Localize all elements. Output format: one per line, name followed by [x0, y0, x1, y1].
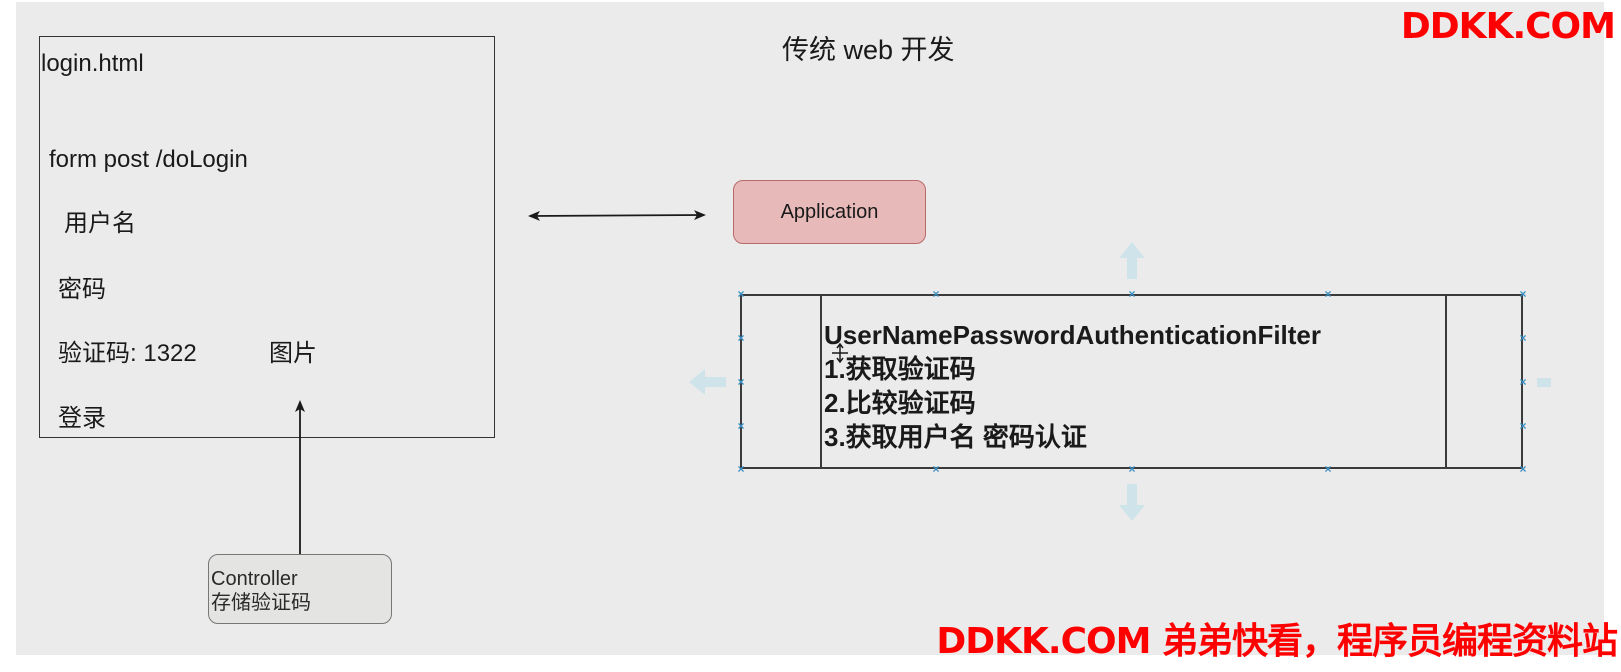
resize-handle-icon[interactable]: × — [1128, 462, 1136, 476]
bidirectional-arrow[interactable] — [528, 210, 706, 221]
controller-label: Controller — [211, 568, 298, 590]
filter-step: 1.获取验证码 — [824, 354, 976, 384]
move-cursor-icon — [832, 342, 848, 364]
resize-handle-icon[interactable]: × — [737, 287, 745, 301]
application-label: Application — [780, 200, 879, 223]
resize-handle-icon[interactable]: × — [1324, 462, 1332, 476]
watermark-bottom: DDKK.COM 弟弟快看，程序员编程资料站 — [936, 621, 1618, 662]
filter-step: 3.获取用户名 密码认证 — [824, 422, 1087, 452]
resize-handle-icon[interactable]: × — [1519, 331, 1527, 345]
resize-handle-icon[interactable]: × — [737, 331, 745, 345]
resize-handle-icon[interactable]: × — [737, 419, 745, 433]
arrow-up-icon[interactable] — [1119, 242, 1145, 279]
diagram-canvas[interactable] — [16, 2, 1604, 655]
watermark-top: DDKK.COM — [1400, 6, 1616, 47]
captcha-value: 1322 — [143, 340, 197, 367]
controller-node[interactable]: Controller 存储验证码 — [208, 554, 392, 624]
username-label: 用户名 — [64, 210, 136, 237]
login-page-box[interactable] — [39, 36, 495, 438]
resize-handle-icon[interactable]: × — [1519, 419, 1527, 433]
filter-title: UserNamePasswordAuthenticationFilter — [824, 320, 1322, 350]
resize-handle-icon[interactable]: × — [1519, 375, 1527, 389]
form-post-line: form post /doLogin — [49, 146, 248, 173]
resize-handle-icon[interactable]: × — [1324, 287, 1332, 301]
login-filename: login.html — [41, 50, 144, 77]
login-button-label: 登录 — [58, 405, 106, 432]
resize-handle-icon[interactable]: × — [1519, 462, 1527, 476]
captcha-image-label: 图片 — [269, 340, 317, 367]
diagram-title: 传统 web 开发 — [782, 35, 955, 65]
resize-handle-icon[interactable]: × — [737, 375, 745, 389]
resize-handle-icon[interactable]: × — [1128, 287, 1136, 301]
filter-step: 2.比较验证码 — [824, 388, 976, 418]
filter-node[interactable]: UserNamePasswordAuthenticationFilter 1.获… — [740, 294, 1523, 469]
arrow-left-icon[interactable] — [689, 369, 726, 395]
controller-description: 存储验证码 — [211, 592, 311, 614]
arrow-right-icon[interactable] — [1537, 378, 1551, 387]
resize-handle-icon[interactable]: × — [1519, 287, 1527, 301]
captcha-row: 验证码: 1322 — [58, 340, 197, 368]
arrow-down-icon[interactable] — [1119, 484, 1145, 521]
resize-handle-icon[interactable]: × — [932, 287, 940, 301]
resize-handle-icon[interactable]: × — [932, 462, 940, 476]
filter-left-divider — [820, 296, 822, 467]
captcha-label: 验证码: — [58, 340, 137, 367]
password-label: 密码 — [58, 276, 106, 303]
resize-handle-icon[interactable]: × — [737, 462, 745, 476]
filter-right-divider — [1445, 296, 1447, 467]
application-node[interactable]: Application — [733, 180, 926, 244]
hint-arrows — [689, 242, 1551, 521]
filter-content: UserNamePasswordAuthenticationFilter 1.获… — [824, 318, 1321, 454]
